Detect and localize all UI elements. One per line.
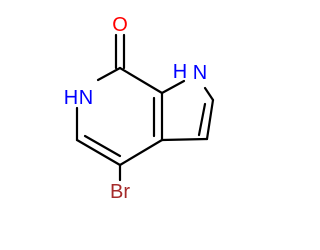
bond-c5-c4 [75, 138, 122, 167]
bond-c7-n6 [96, 66, 122, 82]
bond-c2-c3 [205, 98, 215, 141]
structure-drawing: O H N H N Br [64, 14, 215, 203]
bond-c5-c4-inner [83, 134, 122, 158]
bond-n1-c2 [203, 86, 215, 102]
bonds [75, 33, 215, 182]
bromine-label: Br [110, 181, 130, 203]
bond-c2-c3-inner [197, 102, 207, 137]
lactam-h-label: H [64, 87, 78, 109]
bond-c7a-n1 [160, 79, 186, 95]
molecule-canvas: O H N H N Br [64, 14, 215, 203]
pyrrole-n-label: N [193, 62, 207, 84]
oxygen-label: O [112, 14, 128, 36]
lactam-n-label: N [79, 87, 93, 109]
bond-c3-c3a [160, 137, 209, 142]
bond-c7a-c7 [118, 66, 164, 95]
pyrrole-h-label: H [173, 61, 187, 83]
bond-c4-c3a [118, 138, 164, 167]
